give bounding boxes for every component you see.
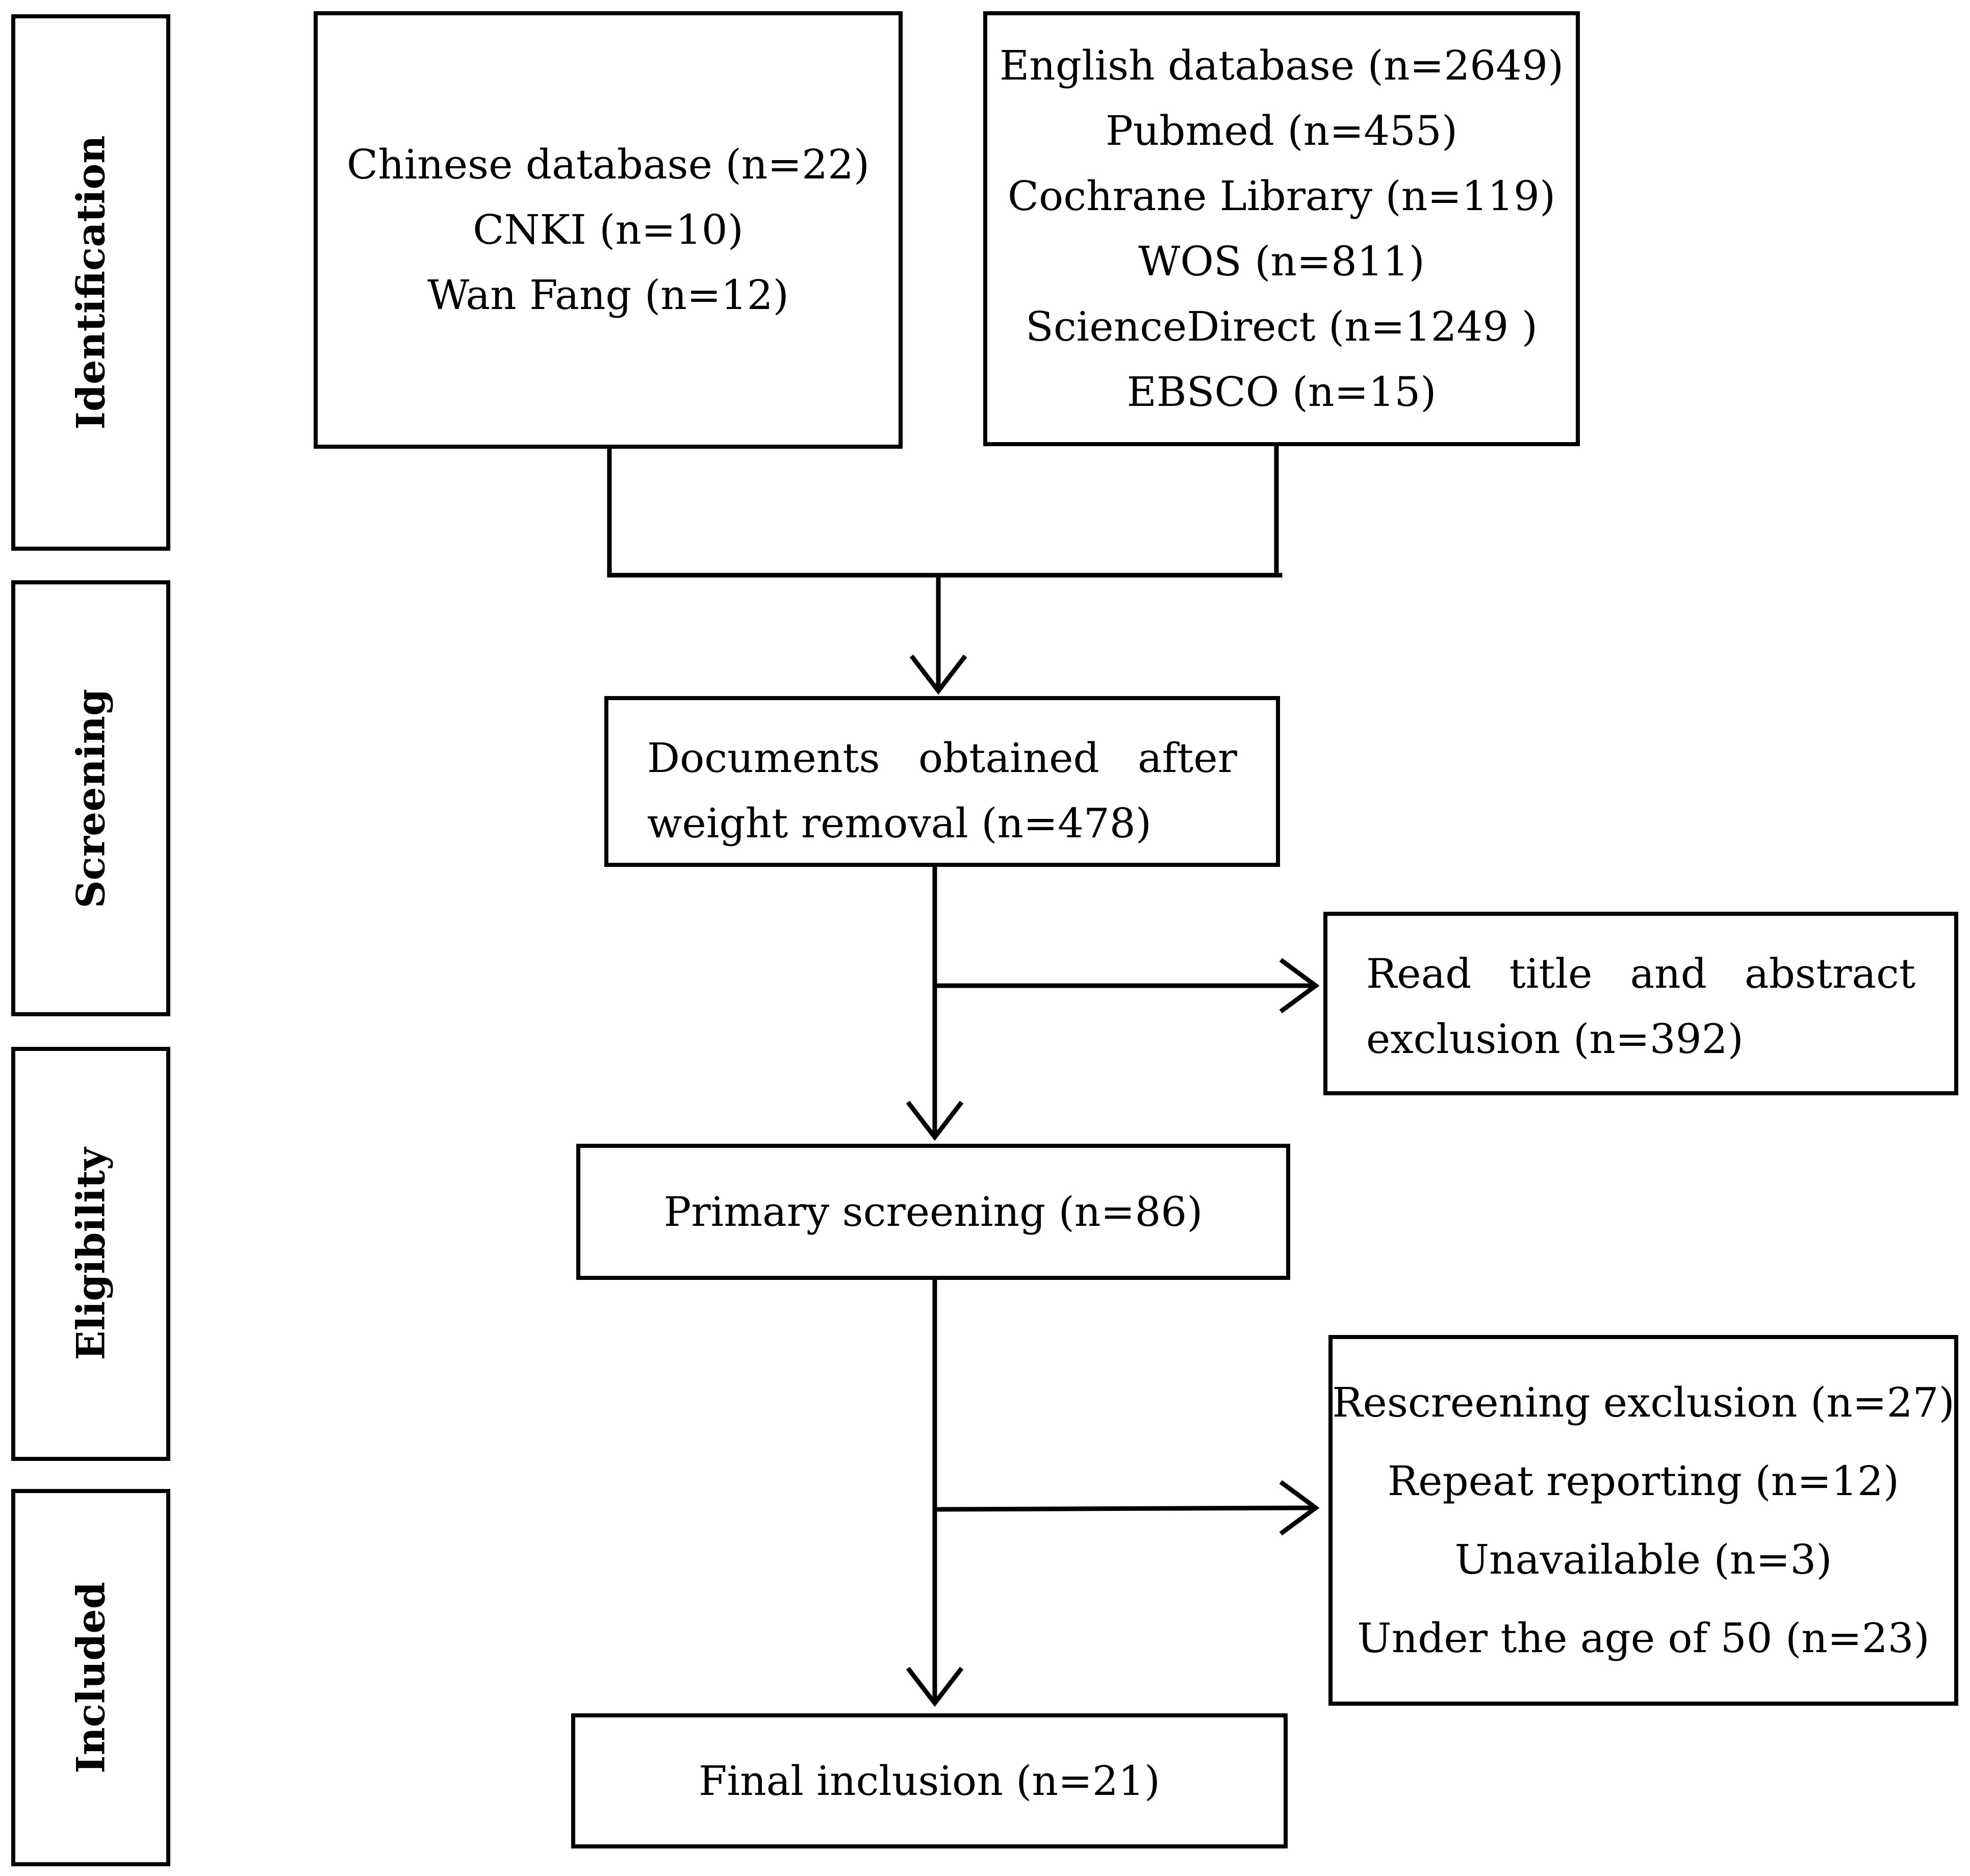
stage-identification: Identification <box>11 14 170 551</box>
stage-eligibility: Eligibility <box>11 1047 170 1461</box>
stage-included: Included <box>11 1489 170 1866</box>
arrowhead-final <box>906 1666 964 1707</box>
rescreening-exclusion-box: Rescreening exclusion (n=27) Repeat repo… <box>1328 1335 1958 1706</box>
english-database-box: English database (n=2649) Pubmed (n=455)… <box>983 11 1580 446</box>
wos-count: WOS (n=811) <box>1138 237 1425 285</box>
connector-to-rescreening <box>932 1505 1316 1512</box>
arrowhead-rescreening <box>1279 1480 1320 1536</box>
after-dedup-box: Documents obtained after weight removal … <box>604 696 1280 867</box>
repeat-reporting-count: Repeat reporting (n=12) <box>1387 1457 1900 1505</box>
sciencedirect-count: ScienceDirect (n=1249 ) <box>1026 302 1538 350</box>
wanfang-count: Wan Fang (n=12) <box>427 271 789 319</box>
chinese-database-total: Chinese database (n=22) <box>346 141 870 188</box>
arrowhead-dedup <box>909 654 967 695</box>
unavailable-count: Unavailable (n=3) <box>1454 1535 1832 1583</box>
under-age-count: Under the age of 50 (n=23) <box>1357 1614 1930 1662</box>
after-dedup-text: Documents obtained after weight removal … <box>647 734 1237 847</box>
rescreening-exclusion-total: Rescreening exclusion (n=27) <box>1332 1378 1955 1426</box>
stage-screening: Screening <box>11 580 170 1016</box>
final-inclusion-text: Final inclusion (n=21) <box>699 1757 1160 1805</box>
primary-screening-box: Primary screening (n=86) <box>576 1144 1290 1280</box>
title-abstract-exclusion-box: Read title and abstract exclusion (n=392… <box>1323 912 1958 1095</box>
cochrane-count: Cochrane Library (n=119) <box>1007 172 1556 220</box>
primary-screening-text: Primary screening (n=86) <box>663 1188 1203 1236</box>
chinese-database-box: Chinese database (n=22) CNKI (n=10) Wan … <box>314 11 903 449</box>
ebsco-count: EBSCO (n=15) <box>1127 368 1437 416</box>
stage-label-eligibility: Eligibility <box>68 1147 114 1360</box>
stage-label-identification: Identification <box>68 135 114 430</box>
arrowhead-title-exclusion <box>1279 958 1320 1014</box>
cnki-count: CNKI (n=10) <box>473 206 744 253</box>
stage-label-screening: Screening <box>68 688 114 908</box>
title-abstract-exclusion-text: Read title and abstract exclusion (n=392… <box>1366 950 1915 1063</box>
final-inclusion-box: Final inclusion (n=21) <box>571 1713 1288 1848</box>
stage-label-included: Included <box>68 1582 114 1774</box>
pubmed-count: Pubmed (n=455) <box>1105 107 1458 155</box>
arrowhead-primary <box>906 1100 964 1141</box>
english-database-total: English database (n=2649) <box>999 41 1564 89</box>
